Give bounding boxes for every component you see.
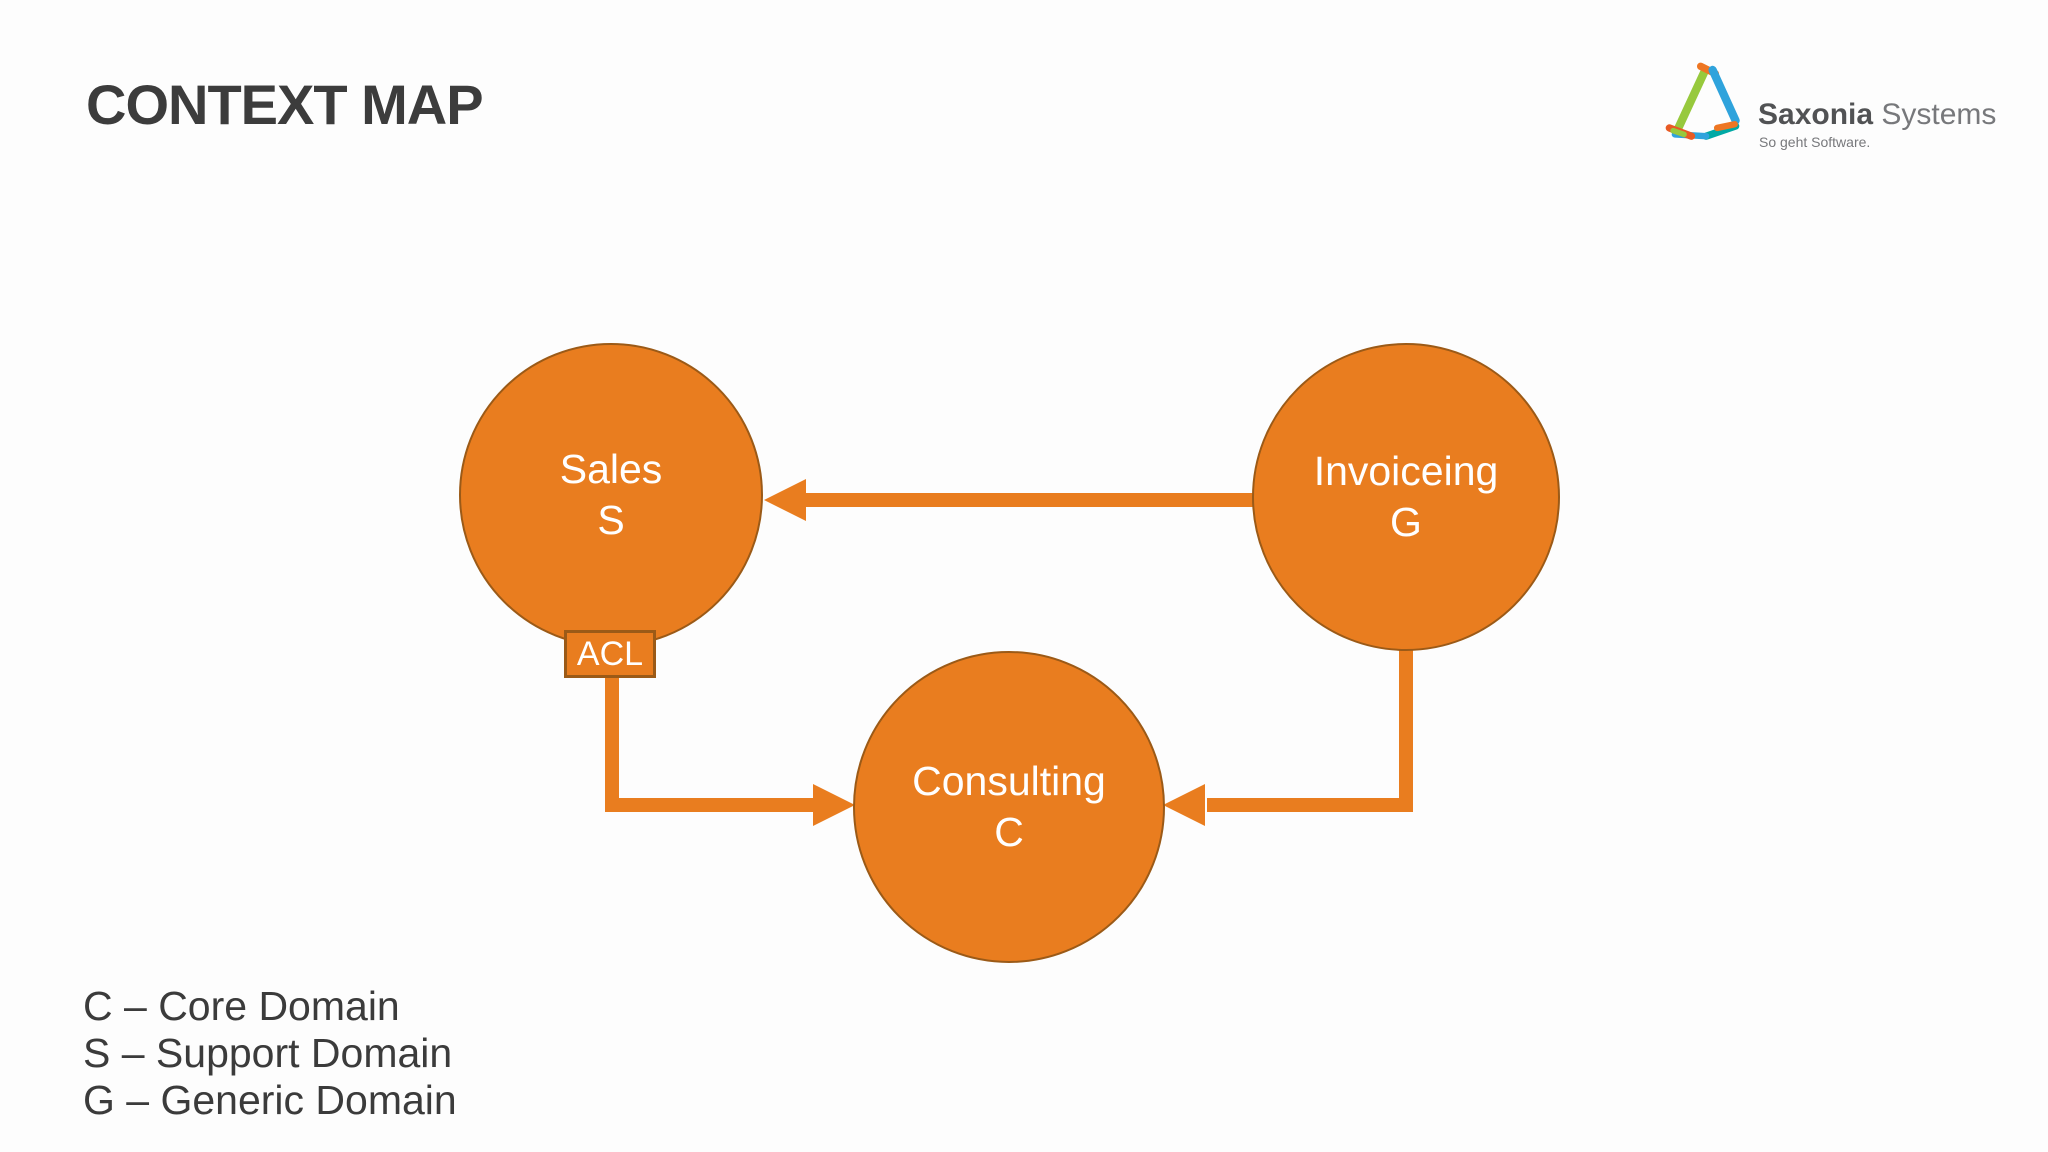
legend-item-generic: G – Generic Domain [83,1077,457,1123]
node-invoiceing-letter: G [1390,499,1422,545]
arrow-sales-to-consulting-head-icon [813,784,855,826]
node-invoiceing-label: Invoiceing [1313,448,1499,494]
logo-brand-bold: Saxonia [1758,98,1874,131]
logo-brand-text: Saxonia Systems [1758,100,1996,130]
acl-label: ACL [576,634,644,673]
acl-box: ACL [564,630,656,678]
arrow-invoiceing-to-sales-shaft [800,493,1256,507]
legend-item-core: C – Core Domain [83,983,400,1029]
page-title: CONTEXT MAP [86,73,484,136]
legend: C – Core Domain S – Support Domain G – G… [83,983,457,1124]
legend-item-support: S – Support Domain [83,1030,453,1076]
arrow-invoiceing-to-consulting-horizontal-shaft [1207,798,1413,812]
logo-tagline: So geht Software. [1759,134,1871,150]
node-sales-label: Sales [559,446,663,492]
triangle-brushstroke-icon [1665,62,1740,140]
node-sales-letter: S [597,497,625,543]
node-consulting-letter: C [994,809,1024,855]
node-consulting: Consulting C [853,651,1165,963]
logo-brand-light: Systems [1873,98,1997,131]
arrow-sales-to-consulting-horizontal-shaft [605,798,815,812]
arrow-sales-to-consulting-vertical-shaft [605,676,619,812]
arrow-invoiceing-to-consulting-head-icon [1163,784,1205,826]
arrow-invoiceing-to-consulting-vertical-shaft [1399,644,1413,812]
saxonia-logo: Saxonia Systems So geht Software. [1662,52,1996,162]
node-invoiceing: Invoiceing G [1252,343,1560,651]
node-sales: Sales S [459,343,763,647]
node-consulting-label: Consulting [912,758,1106,804]
arrow-invoiceing-to-sales-head-icon [764,479,806,521]
